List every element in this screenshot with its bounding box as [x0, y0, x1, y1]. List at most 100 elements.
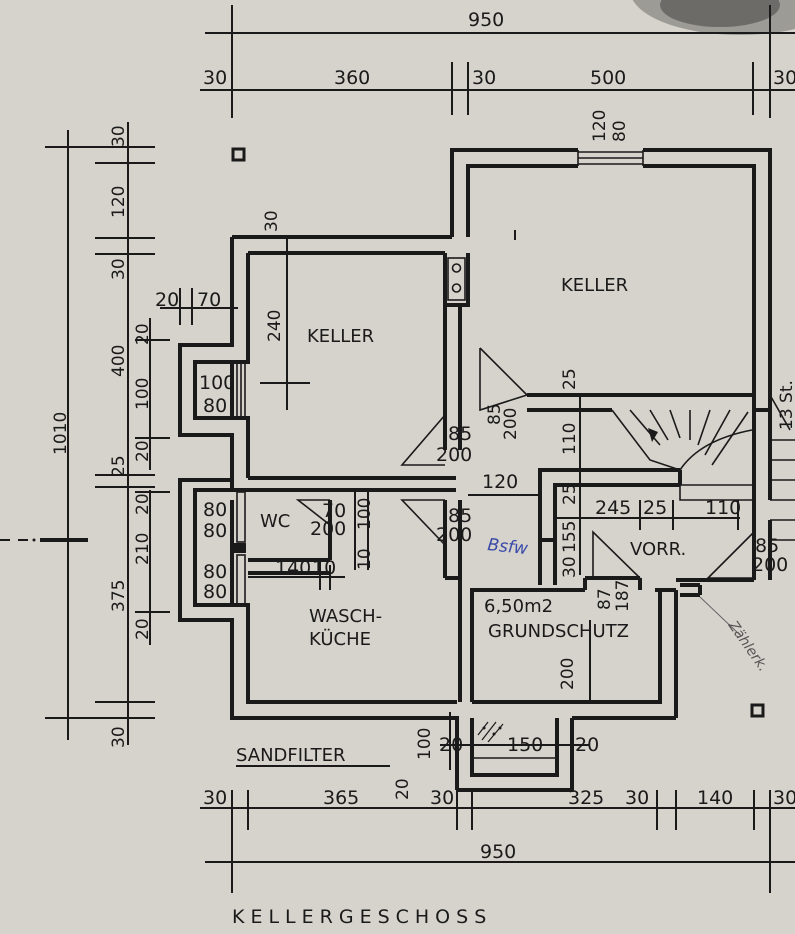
meter-leader-line [699, 596, 741, 636]
stairs [611, 394, 795, 541]
dim-wc-100: 100 [355, 498, 375, 530]
top-window [577, 150, 644, 166]
dim-win2-80a: 80 [203, 499, 227, 521]
dim-wc-140: 140 [275, 557, 311, 579]
section-marker [0, 538, 88, 542]
dim-col3-20: 20 [155, 289, 179, 311]
label-stairs: 13 St. [777, 380, 795, 430]
dim-wc-70: 70 [322, 500, 346, 522]
dim-hall-245: 245 [595, 497, 631, 519]
dim-door2-85: 85 [485, 403, 505, 425]
dim-hall-30: 30 [560, 556, 580, 578]
dim-hall-155: 155 [560, 521, 580, 553]
dim-bot-20: 20 [393, 778, 413, 800]
dim-top-total: 950 [468, 9, 504, 31]
dim-hall-25c: 25 [643, 497, 667, 519]
left-dimension-chain: 1010 30 120 30 400 25 375 30 [45, 122, 155, 748]
label-sandfilter: SANDFILTER [236, 745, 346, 766]
dim-win3-80b: 80 [203, 581, 227, 603]
chimney [447, 257, 466, 301]
dim-sandfilter-150: 150 [507, 734, 543, 756]
corner-marker-bottom [750, 703, 765, 718]
dim-door1-200: 200 [436, 444, 472, 466]
dim-hall-25b: 25 [560, 483, 580, 505]
left-window-chain: 20 100 20 20 210 20 [133, 318, 170, 645]
dim-col2-20b: 20 [133, 440, 153, 462]
dim-bot-30d: 30 [773, 787, 795, 809]
dim-win1-80: 80 [203, 395, 227, 417]
dim-top-30a: 30 [203, 67, 227, 89]
outer-walls [178, 148, 772, 792]
dim-door6-87: 87 [595, 588, 615, 610]
left-windows [234, 361, 246, 606]
dim-door3-85: 85 [448, 505, 472, 527]
dim-left-400: 400 [109, 345, 129, 377]
dim-col2-20c: 20 [133, 493, 153, 515]
dim-door6-187: 187 [613, 580, 633, 612]
dim-sandfilter-20a: 20 [439, 734, 463, 756]
dim-hall-120: 120 [482, 471, 518, 493]
dim-left-30b: 30 [109, 258, 129, 280]
dim-hall-110b: 110 [705, 497, 741, 519]
dim-door1-85: 85 [448, 423, 472, 445]
dim-door4-200: 200 [752, 554, 788, 576]
room-area-grundschutz: 6,50m2 [484, 596, 553, 617]
dim-bot-30a: 30 [203, 787, 227, 809]
dim-win3-80a: 80 [203, 561, 227, 583]
dim-win1-100: 100 [199, 372, 235, 394]
dim-left-120: 120 [109, 186, 129, 218]
dim-grundschutz-200: 200 [558, 658, 578, 690]
dim-top-30c: 30 [773, 67, 795, 89]
dim-sandfilter-20b: 20 [575, 734, 599, 756]
dim-bot-365: 365 [323, 787, 359, 809]
room-label-keller-right: KELLER [561, 275, 628, 296]
dim-sandfilter-100: 100 [415, 728, 435, 760]
bottom-dimension-chain: 30 365 20 30 325 30 140 30 950 [200, 778, 795, 893]
dim-top-30b: 30 [472, 67, 496, 89]
dim-hall-110: 110 [560, 423, 580, 455]
dim-top-360: 360 [334, 67, 370, 89]
dim-left-375: 375 [109, 580, 129, 612]
dim-top-500: 500 [590, 67, 626, 89]
dim-bot-total: 950 [480, 841, 516, 863]
room-label-keller-left: KELLER [307, 326, 374, 347]
door-swings [295, 347, 755, 579]
scan-shadow-core [660, 0, 780, 27]
drawing-title: KELLERGESCHOSS [232, 906, 492, 928]
dim-wc-10: 10 [355, 548, 375, 570]
dim-bot-325: 325 [568, 787, 604, 809]
dim-door4-85: 85 [755, 535, 779, 557]
corner-marker-top [231, 147, 246, 162]
dim-col3-70: 70 [197, 289, 221, 311]
dim-col2-20a: 20 [133, 323, 153, 345]
room-label-wc: WC [260, 511, 290, 532]
dim-hall-25a: 25 [560, 368, 580, 390]
dim-top-window-120: 120 [590, 110, 610, 142]
dim-wc-10b: 10 [312, 557, 336, 579]
dim-left-30a: 30 [109, 125, 129, 147]
dim-bot-30c: 30 [625, 787, 649, 809]
dim-left-25: 25 [109, 455, 129, 477]
handwritten-blue-note: Bsfw [486, 535, 528, 559]
dim-keller-240: 240 [265, 310, 285, 342]
dim-col2-20d: 20 [133, 618, 153, 640]
dim-left-total: 1010 [51, 412, 71, 455]
dim-keller-30: 30 [262, 210, 282, 232]
dim-top-window-80: 80 [610, 120, 630, 142]
dim-win2-80b: 80 [203, 520, 227, 542]
left-wall-dims: 20 70 [155, 288, 238, 325]
room-label-wasch-2: KÜCHE [309, 628, 371, 650]
dim-bot-140: 140 [697, 787, 733, 809]
top-dimension-chain: 950 30 360 30 500 30 [200, 5, 795, 118]
dim-col2-100: 100 [133, 378, 153, 410]
inner-dimension-lines [236, 230, 740, 770]
sandfilter-hatch [470, 721, 557, 759]
dim-left-30c: 30 [109, 726, 129, 748]
dim-wc-200: 200 [310, 518, 346, 540]
room-label-vorr: VORR. [630, 539, 686, 560]
dim-col2-210: 210 [133, 533, 153, 565]
room-label-grundschutz: GRUNDSCHUTZ [488, 621, 629, 642]
dim-door3-200: 200 [436, 524, 472, 546]
